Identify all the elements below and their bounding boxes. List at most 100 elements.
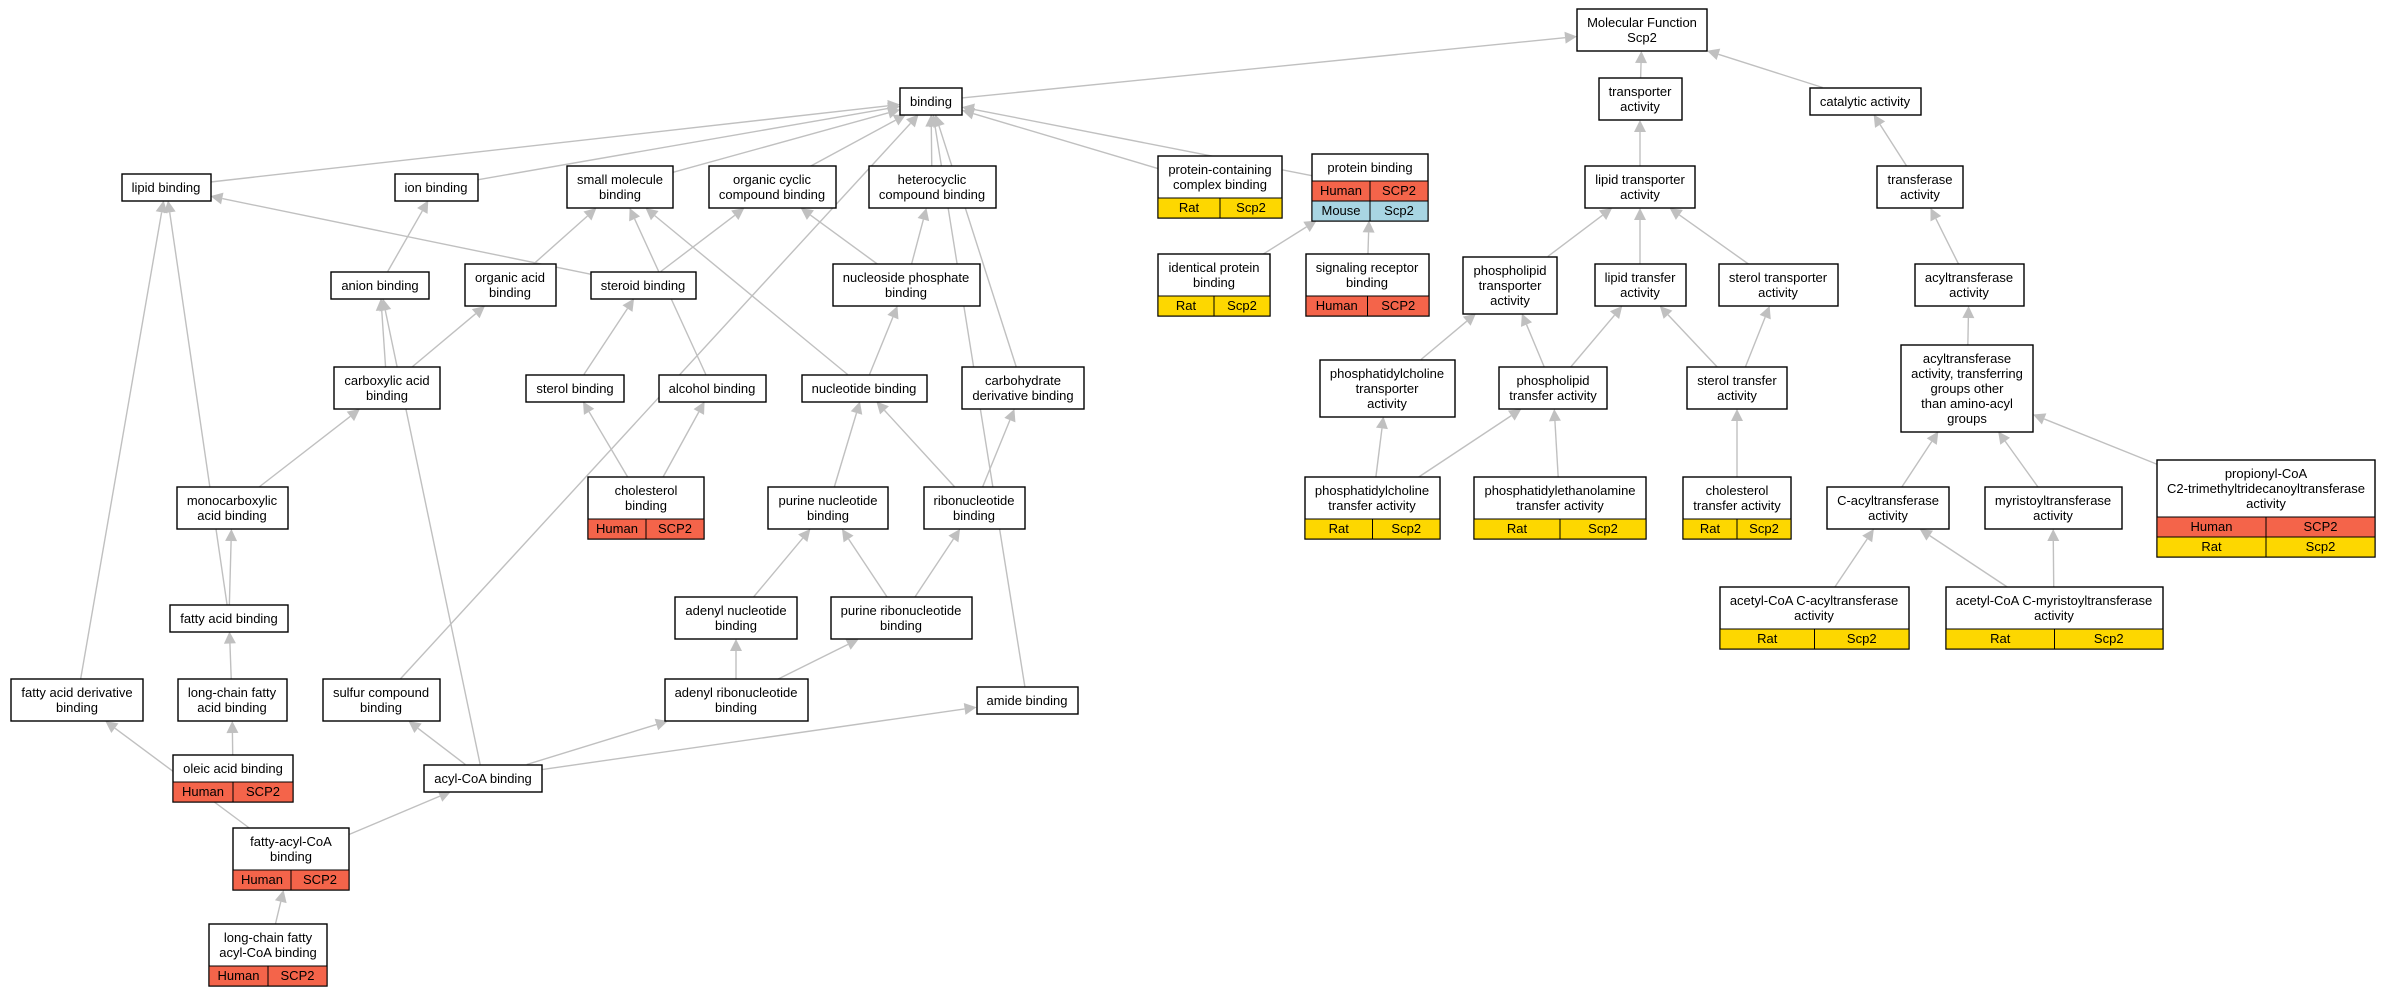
node-box bbox=[674, 596, 798, 640]
gene-label: SCP2 bbox=[246, 784, 280, 799]
gene-label: Scp2 bbox=[1391, 521, 1421, 536]
node-label-line: groups other bbox=[1931, 381, 2005, 396]
edge-acyl-coa-to-sulfur bbox=[408, 721, 466, 766]
arrowhead bbox=[1669, 208, 1683, 220]
edge-line bbox=[79, 212, 163, 680]
nodes-layer: Molecular FunctionScp2bindingtransporter… bbox=[10, 8, 2376, 987]
arrowhead bbox=[629, 208, 641, 222]
gene-label: SCP2 bbox=[2304, 519, 2338, 534]
gene-label: Scp2 bbox=[1847, 631, 1877, 646]
edge-line bbox=[938, 125, 1017, 368]
arrowhead bbox=[1362, 220, 1375, 233]
gene-cell bbox=[1219, 197, 1283, 219]
arrowhead bbox=[2033, 413, 2047, 425]
arrowhead bbox=[1926, 431, 1939, 445]
edge-acyltransferase-to-transferase bbox=[1930, 208, 1960, 265]
edge-line bbox=[961, 36, 1566, 99]
node-label-line: carbohydrate bbox=[985, 373, 1061, 388]
node-box bbox=[961, 366, 1085, 410]
node-label-line: transferase bbox=[1887, 172, 1952, 187]
arrowhead bbox=[1873, 114, 1886, 128]
arrowhead bbox=[850, 401, 863, 415]
node-box bbox=[1686, 366, 1788, 410]
node-label-line: activity bbox=[1490, 293, 1530, 308]
edge-line bbox=[228, 540, 232, 605]
edge-line bbox=[399, 122, 912, 680]
arrowhead bbox=[1609, 306, 1623, 320]
node-label-line: ion binding bbox=[405, 180, 468, 195]
gene-cell bbox=[1814, 628, 1910, 650]
node-label-line: binding bbox=[807, 508, 849, 523]
node-label-line: activity bbox=[2246, 496, 2286, 511]
node-label-line: protein-containing bbox=[1168, 162, 1271, 177]
node-box bbox=[177, 678, 288, 722]
gene-cell bbox=[1367, 295, 1430, 317]
gene-cell bbox=[290, 869, 350, 891]
edge-sterol-transfer-to-lipid-transfer bbox=[1659, 306, 1718, 368]
node-label-line: groups bbox=[1947, 411, 1987, 426]
node-label-line: long-chain fatty bbox=[224, 930, 313, 945]
node-label-line: phospholipid bbox=[1473, 263, 1546, 278]
node-label-line: transporter bbox=[1479, 278, 1543, 293]
node-label-line: adenyl nucleotide bbox=[685, 603, 786, 618]
node-label-line: binding bbox=[56, 700, 98, 715]
arrowhead bbox=[693, 401, 705, 415]
edge-transferase-to-catalytic bbox=[1873, 114, 1908, 167]
go-node-nucleotide-binding: nucleotide binding bbox=[801, 374, 928, 403]
edge-line bbox=[1367, 232, 1370, 255]
node-label-line: C-acyltransferase bbox=[1837, 493, 1939, 508]
node-label-line: long-chain fatty bbox=[188, 685, 277, 700]
node-label-line: transporter bbox=[1356, 381, 1420, 396]
arrowhead bbox=[1548, 409, 1561, 422]
node-label-line: myristoyltransferase bbox=[1995, 493, 2111, 508]
node-box bbox=[525, 374, 625, 403]
edge-line bbox=[654, 215, 849, 376]
species-label: Human bbox=[2191, 519, 2233, 534]
node-box bbox=[1576, 8, 1708, 52]
arrowhead bbox=[226, 721, 239, 734]
gene-label: Scp2 bbox=[2094, 631, 2124, 646]
node-box bbox=[1594, 263, 1687, 307]
node-label-line: binding bbox=[910, 94, 952, 109]
node-label-line: compound binding bbox=[879, 187, 985, 202]
arrowhead bbox=[223, 631, 236, 644]
edge-ribonucleotide-to-carbohydrate bbox=[981, 409, 1016, 488]
arrowhead bbox=[1759, 306, 1771, 320]
node-label-line: activity bbox=[1900, 187, 1940, 202]
edge-phospholipid-transfer-to-lipid-transfer bbox=[1570, 306, 1623, 368]
gene-label: SCP2 bbox=[281, 968, 315, 983]
arrowhead bbox=[1707, 48, 1721, 61]
edge-acyl-other-to-acyltransferase bbox=[1962, 306, 1975, 345]
gene-cell bbox=[1736, 518, 1792, 540]
edge-line bbox=[1418, 415, 1512, 478]
arrowhead bbox=[963, 703, 977, 715]
edge-fatty-acyl-coa-to-acyl-coa bbox=[348, 790, 451, 836]
edge-transporter-to-mf bbox=[1635, 51, 1648, 79]
edge-catalytic-to-mf bbox=[1707, 48, 1823, 89]
edge-nucleoside-phos-to-hetero bbox=[910, 208, 930, 265]
edge-line bbox=[417, 727, 466, 766]
edge-line bbox=[1929, 535, 2008, 588]
node-label-line: sterol transfer bbox=[1697, 373, 1777, 388]
edge-myristoyl-to-acyl-other bbox=[1998, 431, 2039, 488]
arrowhead bbox=[471, 306, 485, 319]
node-label-line: acid binding bbox=[197, 508, 266, 523]
edge-propionyl-to-acyl-other bbox=[2033, 413, 2158, 465]
gene-cell bbox=[267, 965, 328, 987]
node-box bbox=[1584, 165, 1696, 209]
edge-lipid-transfer-to-lipid-transporter bbox=[1634, 208, 1646, 264]
gene-cell bbox=[1559, 518, 1647, 540]
node-label-line: carboxylic acid bbox=[344, 373, 429, 388]
